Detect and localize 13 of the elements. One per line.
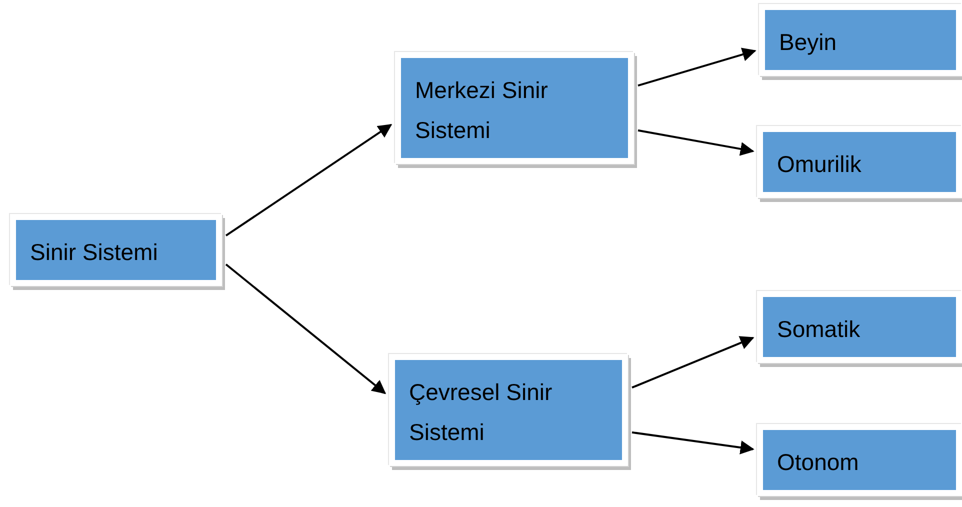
arrow (632, 336, 754, 389)
arrow (632, 431, 754, 454)
box-label: Beyin (779, 28, 838, 57)
box-label: Merkezi Sinir Sistemi (415, 76, 549, 145)
box-label: Otonom (777, 448, 860, 477)
arrow (225, 124, 392, 236)
arrow (225, 264, 386, 394)
arrow (638, 129, 754, 156)
box-label: Omurilik (777, 150, 862, 179)
box-label: Çevresel Sinir Sistemi (409, 378, 554, 447)
box-label: Somatik (777, 315, 862, 344)
arrow (638, 48, 756, 87)
box-label: Sinir Sistemi (30, 238, 159, 267)
